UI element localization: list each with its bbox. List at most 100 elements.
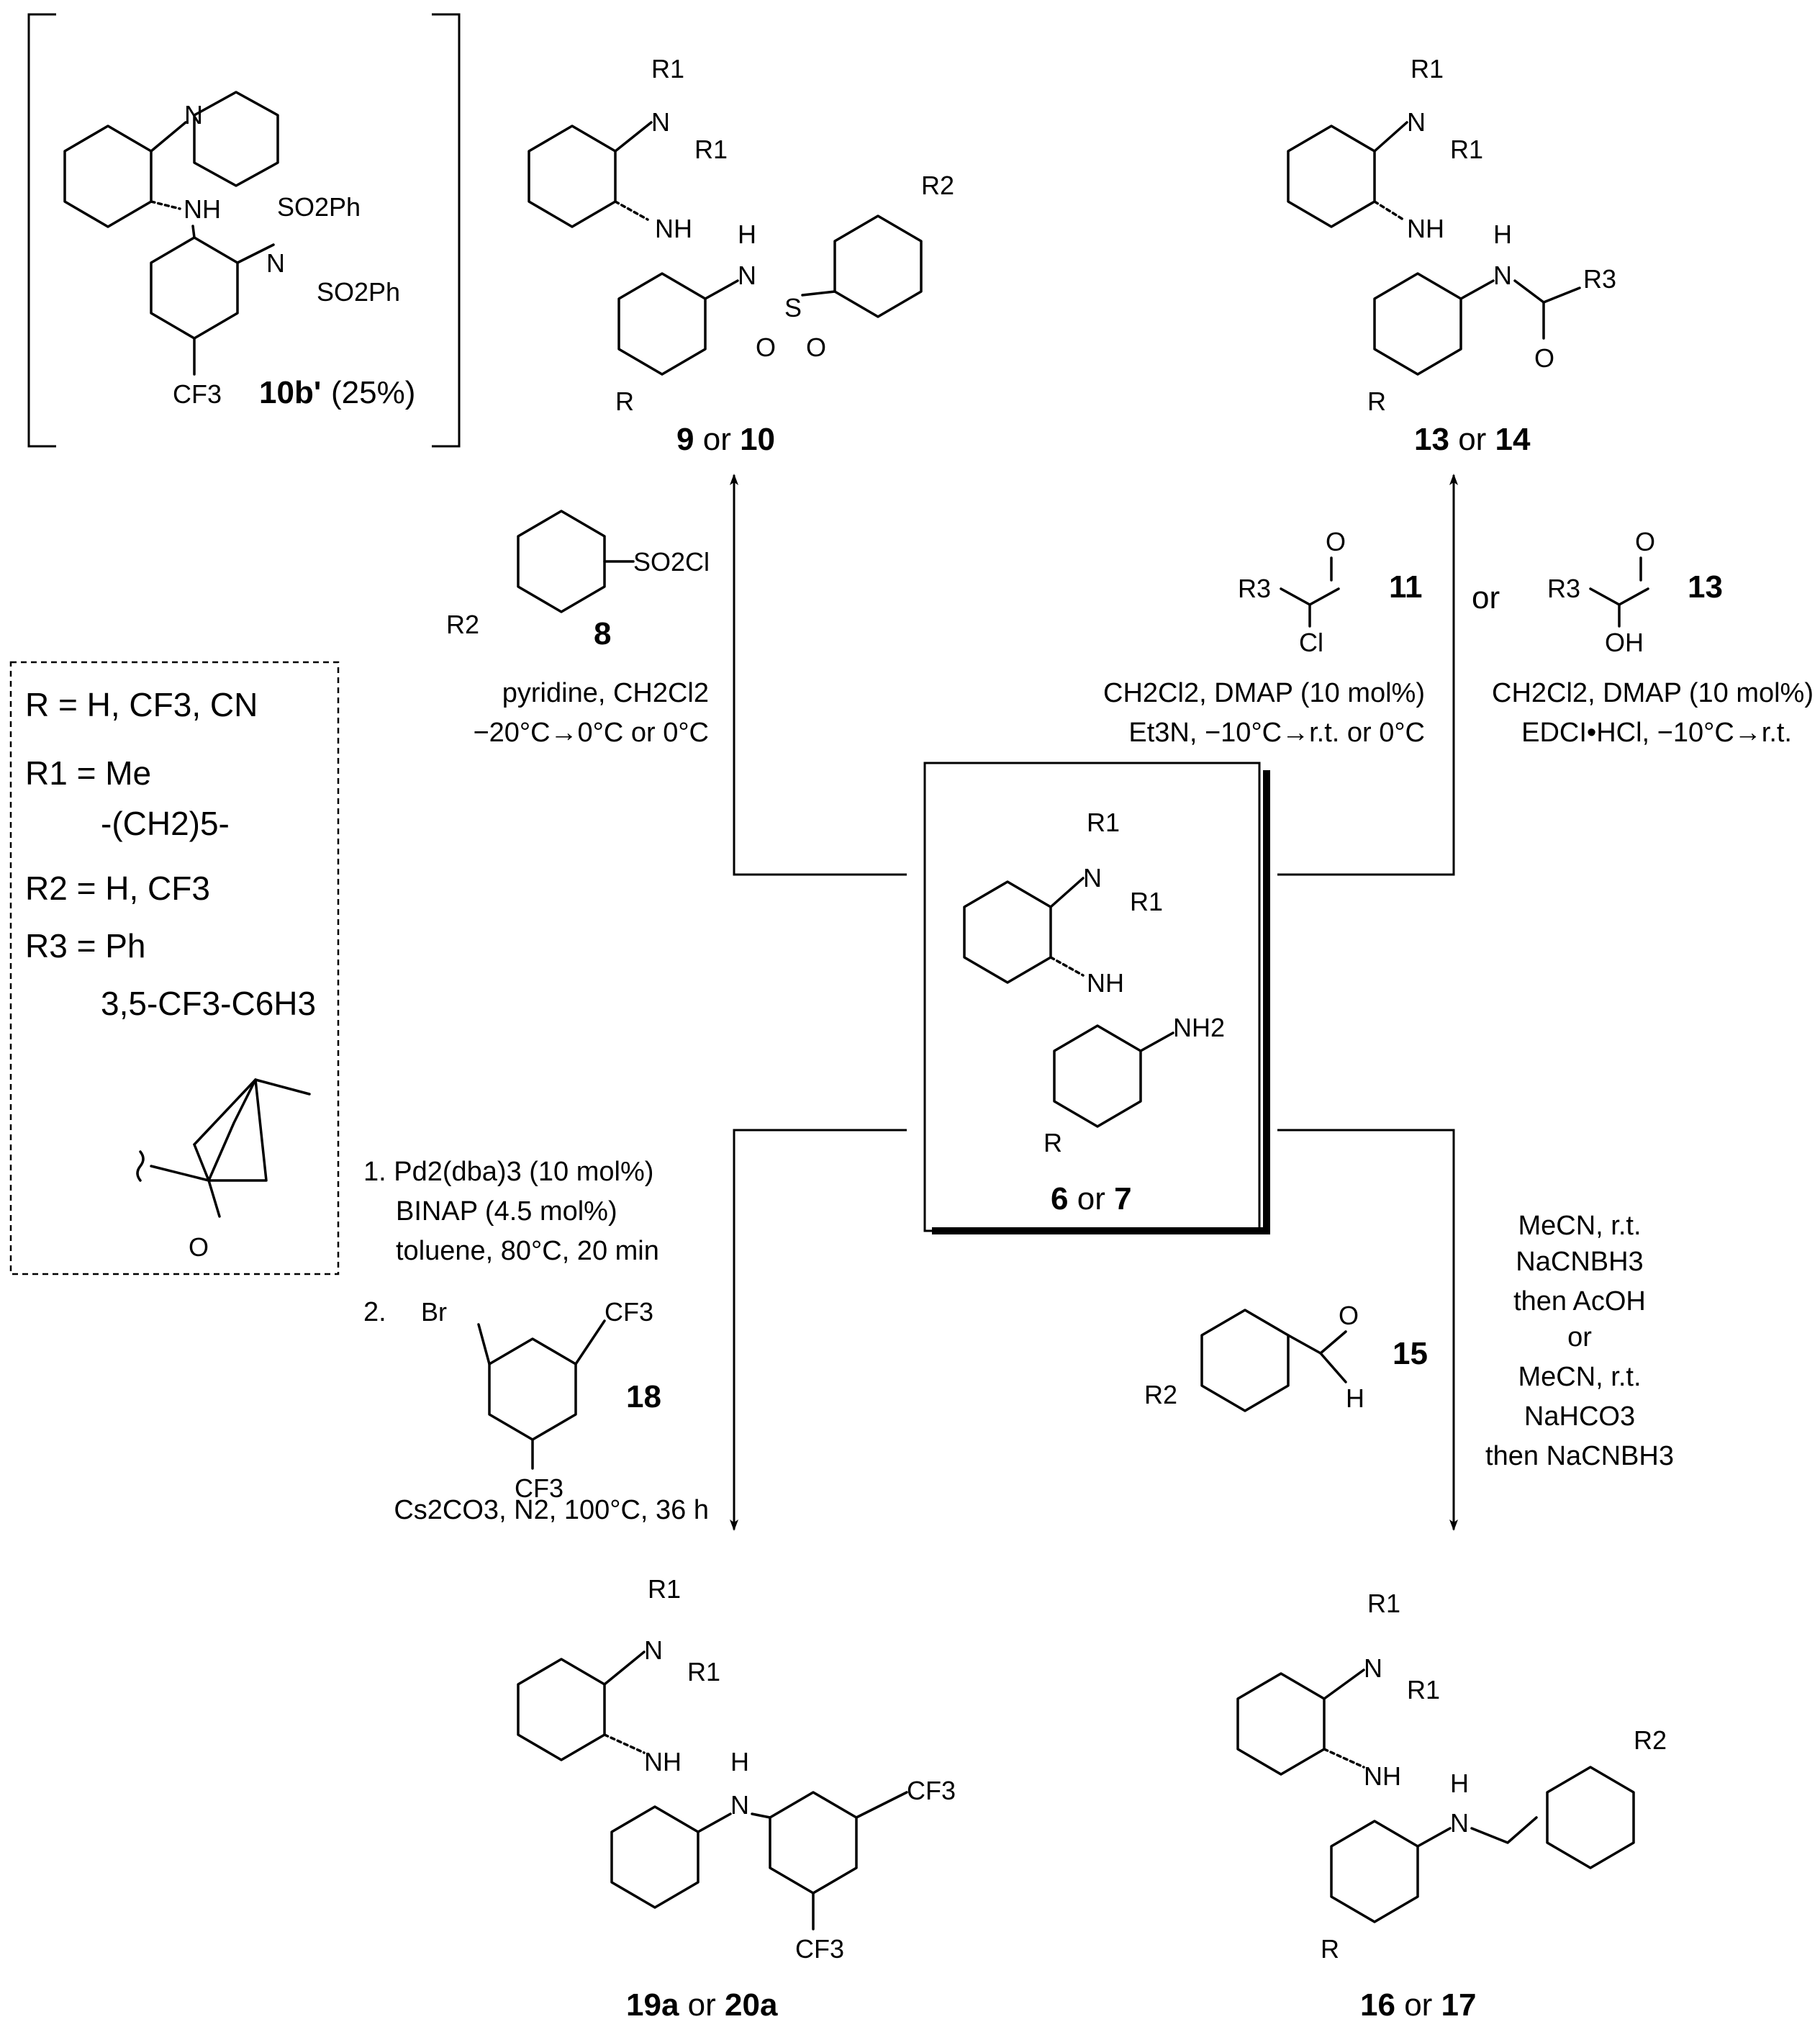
p16-h-label: H xyxy=(1450,1769,1469,1798)
reagent-11: R3 O Cl 11 xyxy=(1238,527,1423,657)
reagent-11-cl: Cl xyxy=(1299,628,1323,657)
byproduct-compound-id: 10b' xyxy=(259,375,321,410)
product-13-or-14: N R1 R1 NH H N R3 O R 13 or 14 xyxy=(1287,54,1616,457)
p9-r1-top: R1 xyxy=(651,54,684,83)
byproduct-n2-label: N xyxy=(266,248,285,278)
cond-redam-line7: then NaCNBH3 xyxy=(1485,1441,1674,1471)
reagent-8-id: 8 xyxy=(594,616,611,651)
reagent-8: SO2Cl R2 8 xyxy=(446,510,710,651)
cond-aryl-line1: 1. Pd2(dba)3 (10 mol%) xyxy=(363,1157,653,1187)
p19-r1-right: R1 xyxy=(687,1657,720,1686)
reagent-11-o: O xyxy=(1326,527,1346,556)
p9-or: or xyxy=(703,422,731,457)
p13-nh-label: NH xyxy=(1407,214,1444,243)
cond-redam-line4: or xyxy=(1567,1322,1592,1353)
p9-n-label: N xyxy=(651,107,670,137)
cond-redam-line3: then AcOH xyxy=(1513,1286,1646,1317)
center-or: or xyxy=(1077,1181,1105,1216)
p19-cf3-b: CF3 xyxy=(795,1934,844,1964)
byproduct-10b-prime: N NH N SO2Ph SO2Ph CF3 10b' (25%) xyxy=(27,13,461,448)
reagent-15-id: 15 xyxy=(1393,1336,1428,1371)
p9-nh-label: NH xyxy=(655,214,692,243)
reagent-18-id: 18 xyxy=(626,1379,661,1414)
p13-r3-label: R3 xyxy=(1583,264,1616,294)
cond-sulf-line2: −20°C→0°C or 0°C xyxy=(473,718,709,748)
p9-n-amide-label: N xyxy=(738,261,756,290)
reagent-13-r3: R3 xyxy=(1547,574,1580,603)
p13-id-b: 14 xyxy=(1495,422,1531,457)
reagent-11-id: 11 xyxy=(1389,569,1423,605)
reagent-18: Br CF3 CF3 18 xyxy=(421,1297,661,1503)
definition-r2: R2 = H, CF3 xyxy=(25,870,210,907)
byproduct-nh-label: NH xyxy=(184,194,221,224)
reagent-18-br: Br xyxy=(421,1297,447,1327)
reaction-arrows xyxy=(730,474,1458,1531)
p16-r2-label: R2 xyxy=(1634,1725,1667,1755)
p16-or: or xyxy=(1404,1987,1432,2023)
reagent-or: or xyxy=(1472,580,1500,615)
cond-redam-line6: NaHCO3 xyxy=(1524,1401,1635,1432)
definition-r3: R3 = Ph xyxy=(25,927,146,965)
byproduct-cf3-label: CF3 xyxy=(173,379,222,409)
substituent-definitions: R = H, CF3, CN R1 = Me -(CH2)5- R2 = H, … xyxy=(9,661,340,1275)
p9-r1-right: R1 xyxy=(694,135,728,164)
p13-id-a: 13 xyxy=(1414,422,1449,457)
reagent-8-so2cl: SO2Cl xyxy=(633,547,710,577)
p16-r-label: R xyxy=(1321,1934,1339,1964)
center-n-label: N xyxy=(1083,863,1102,893)
center-r1-right: R1 xyxy=(1130,887,1163,916)
starting-material-6-or-7: N R1 R1 NH NH2 R 6 or 7 xyxy=(923,762,1270,1234)
p19-n-label: N xyxy=(644,1635,663,1665)
reagent-18-cf3-a: CF3 xyxy=(605,1297,653,1327)
p19-h-label: H xyxy=(730,1747,749,1776)
reagent-15: O H R2 15 xyxy=(1144,1301,1428,1413)
byproduct-so2ph-1: SO2Ph xyxy=(277,192,361,222)
product-9-or-10: N R1 R1 NH H N S O O R2 R 9 or 10 xyxy=(528,54,954,457)
camphor-structure: O xyxy=(136,1078,311,1262)
center-id-b: 7 xyxy=(1114,1181,1131,1216)
p19-or: or xyxy=(688,1987,716,2023)
p19-id-a: 19a xyxy=(626,1987,679,2023)
p16-id-b: 17 xyxy=(1441,1987,1477,2023)
p13-r1-top: R1 xyxy=(1411,54,1444,83)
definition-r3-alt: 3,5-CF3-C6H3 xyxy=(101,985,316,1022)
reagent-18-cf3-b: CF3 xyxy=(515,1473,563,1503)
reagent-15-o: O xyxy=(1339,1301,1359,1330)
reagent-13-o: O xyxy=(1635,527,1655,556)
cond-redam-line1: MeCN, r.t. xyxy=(1518,1211,1641,1241)
reagent-13-id: 13 xyxy=(1688,569,1723,605)
p9-r-label: R xyxy=(615,387,634,416)
p9-o2-label: O xyxy=(806,333,826,362)
cond-redam-line5: MeCN, r.t. xyxy=(1518,1362,1641,1392)
cond-aryl-line3: toluene, 80°C, 20 min xyxy=(396,1236,659,1266)
reagent-11-r3: R3 xyxy=(1238,574,1271,603)
p19-cf3-a: CF3 xyxy=(907,1776,956,1805)
p13-n-label: N xyxy=(1407,107,1426,137)
reagent-13: R3 O OH 13 xyxy=(1547,527,1723,657)
svg-text:6 or 7: 6 or 7 xyxy=(1051,1181,1132,1216)
cond-acyl-cl-line2: Et3N, −10°C→r.t. or 0°C xyxy=(1128,718,1425,748)
conditions-acylation-acid: CH2Cl2, DMAP (10 mol%) EDCI•HCl, −10°C→r… xyxy=(1492,678,1814,748)
p9-o1-label: O xyxy=(756,333,776,362)
p9-h-label: H xyxy=(738,220,756,249)
svg-text:16 or 17: 16 or 17 xyxy=(1360,1987,1477,2023)
cond-redam-line2: NaCNBH3 xyxy=(1516,1247,1643,1277)
reagent-15-h: H xyxy=(1346,1383,1364,1413)
definition-r1: R1 = Me xyxy=(25,754,151,792)
p9-r2-label: R2 xyxy=(921,171,954,200)
p13-or: or xyxy=(1458,422,1486,457)
product-19a-or-20a: N R1 R1 NH H N CF3 CF3 19a or 20a xyxy=(517,1574,956,2023)
svg-text:9 or 10: 9 or 10 xyxy=(676,422,775,457)
center-r1-top: R1 xyxy=(1087,808,1120,837)
center-r-label: R xyxy=(1043,1128,1062,1157)
p19-nh-label: NH xyxy=(644,1747,682,1776)
p16-n-label: N xyxy=(1364,1653,1382,1683)
reagent-8-r2: R2 xyxy=(446,610,479,639)
byproduct-so2ph-2: SO2Ph xyxy=(317,277,400,307)
p9-s-label: S xyxy=(784,293,802,322)
cond-sulf-line1: pyridine, CH2Cl2 xyxy=(502,678,709,708)
center-id-a: 6 xyxy=(1051,1181,1068,1216)
p16-nh-label: NH xyxy=(1364,1761,1401,1791)
p19-n2-label: N xyxy=(730,1790,749,1820)
